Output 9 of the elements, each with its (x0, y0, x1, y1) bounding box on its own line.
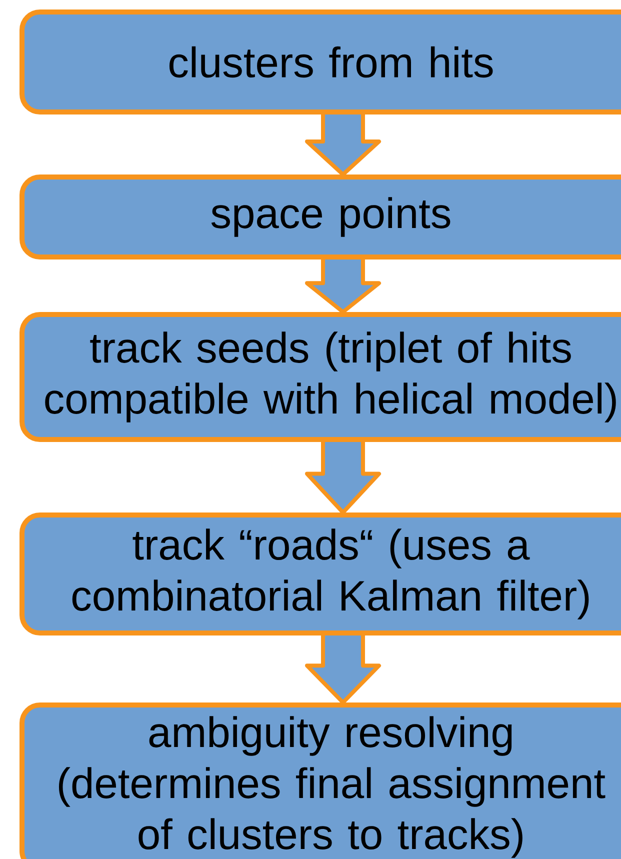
process-box: track “roads“ (uses a combinatorial Kalman filter) (20, 512, 621, 636)
block-arrow (305, 440, 381, 514)
process-box: ambiguity resolving (determines final assignment of clusters to tracks) (20, 702, 621, 859)
block-arrow (305, 634, 381, 704)
process-box: track seeds (triplet of hits compatible with helical model) (20, 312, 621, 442)
block-arrow (305, 258, 381, 314)
process-box: space points (20, 174, 621, 260)
process-box: clusters from hits (20, 10, 621, 114)
block-arrow (305, 112, 381, 176)
